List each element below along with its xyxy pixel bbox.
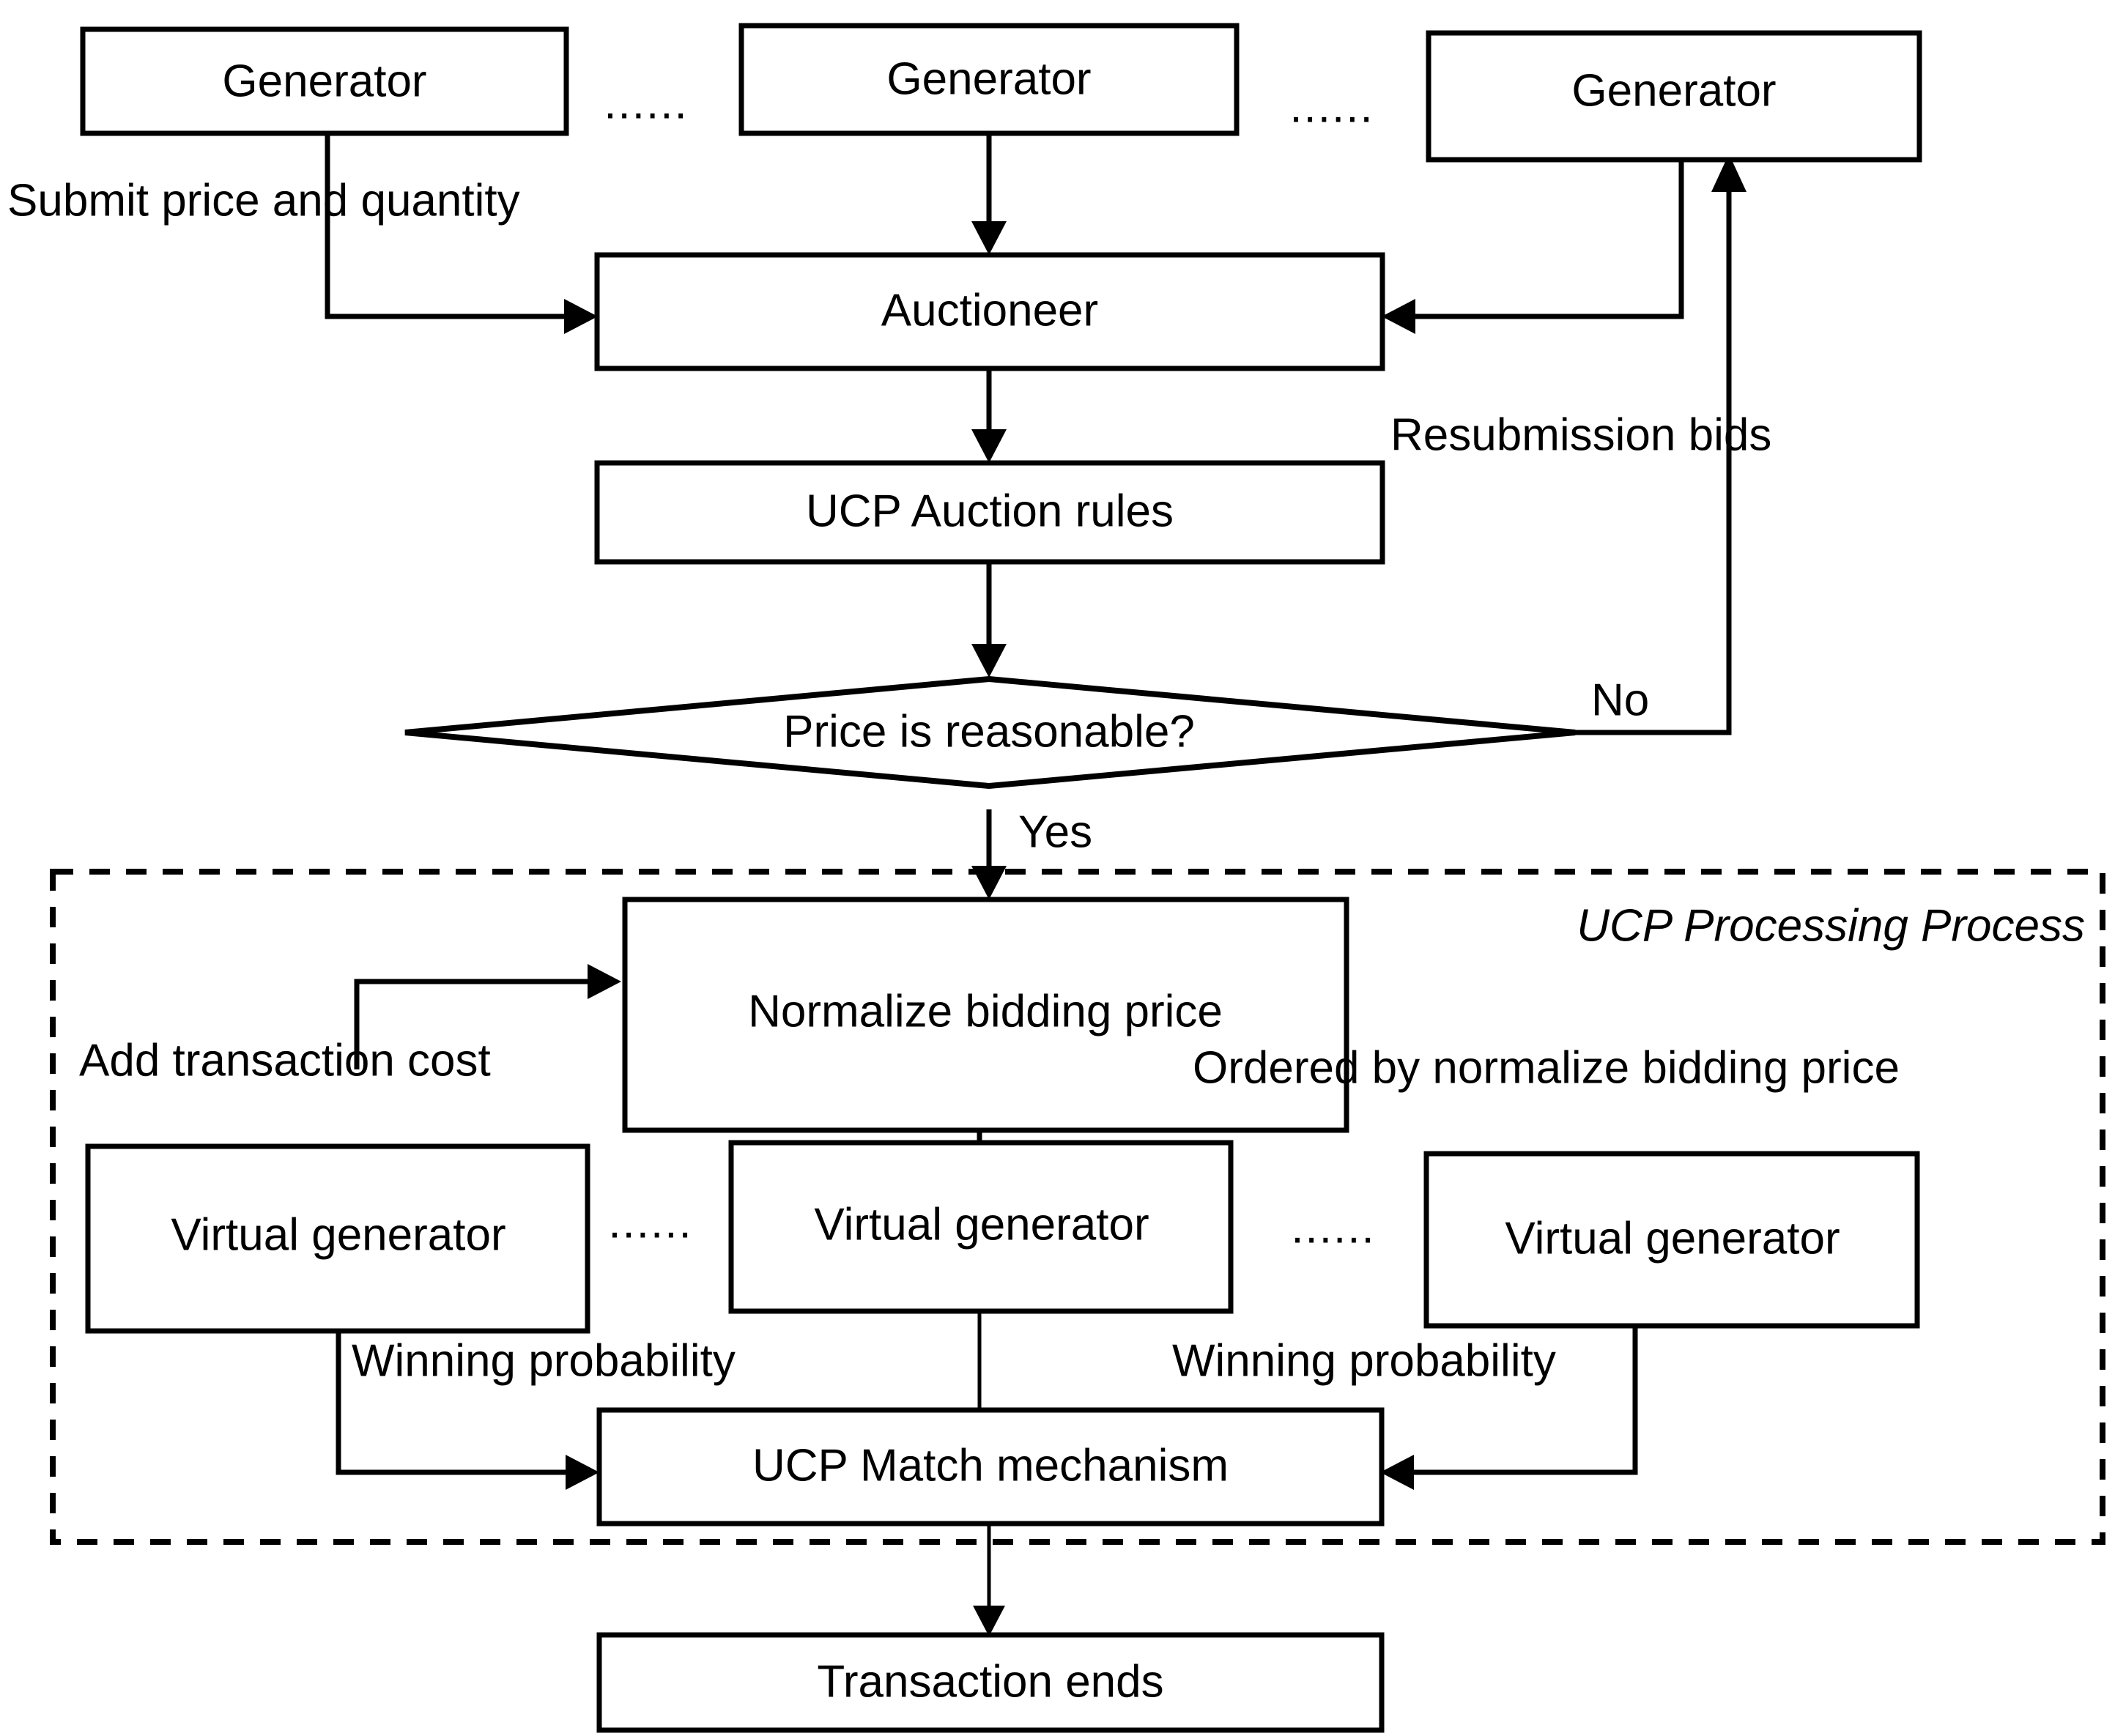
node-auctioneer-label: Auctioneer xyxy=(881,285,1098,335)
connector-generator1-to-auctioneer xyxy=(325,133,579,319)
node-auctioneer[interactable] xyxy=(594,252,1385,371)
ucp-processing-process-group xyxy=(50,869,2105,1545)
group-title-ucp-processing-process: UCP Processing Process xyxy=(1577,900,2085,951)
edge-label-decision-yes: Yes xyxy=(1018,806,1092,857)
node-ucp-auction-rules-label: UCP Auction rules xyxy=(806,486,1174,536)
arrowhead-generator3-to-auctioneer xyxy=(1382,299,1415,334)
node-transaction-ends-label: Transaction ends xyxy=(817,1656,1163,1707)
node-virtual-generator-1-label: Virtual generator xyxy=(171,1209,505,1260)
arrowhead-virtualgen1-to-match xyxy=(566,1455,599,1490)
arrowhead-decision-yes-to-normalize xyxy=(971,866,1007,899)
edge-label-ordered-by-normalize: Ordered by normalize bidding price xyxy=(1193,1042,1900,1093)
node-generator-1-label: Generator xyxy=(222,56,426,106)
edge-label-submit-price-quantity: Submit price and quantity xyxy=(7,175,520,226)
connector-virtualgen3-to-match xyxy=(1401,1326,1638,1475)
ellipsis-virtual-generators-left: ...... xyxy=(608,1197,692,1247)
node-virtual-generator-2[interactable] xyxy=(728,1140,1234,1314)
edge-label-decision-no: No xyxy=(1591,675,1649,725)
node-virtual-generator-1[interactable] xyxy=(85,1143,590,1334)
arrowhead-rules-to-decision xyxy=(971,644,1007,678)
node-generator-3[interactable] xyxy=(1426,30,1922,163)
node-normalize-bidding-price[interactable] xyxy=(622,897,1349,1133)
node-virtual-generator-2-label: Virtual generator xyxy=(814,1199,1149,1250)
ellipsis-generators-right: ...... xyxy=(1289,81,1374,132)
connector-generator3-to-auctioneer xyxy=(1401,160,1684,319)
connector-add-transaction-cost xyxy=(354,979,597,1069)
edge-label-resubmission-bids: Resubmission bids xyxy=(1390,409,1771,460)
arrowhead-generator1-to-auctioneer xyxy=(564,299,598,334)
arrowhead-add-transaction-cost xyxy=(588,964,621,999)
node-ucp-auction-rules[interactable] xyxy=(594,460,1385,565)
ellipsis-generators-left: ...... xyxy=(604,78,688,128)
node-generator-3-label: Generator xyxy=(1571,65,1776,116)
node-transaction-ends[interactable] xyxy=(596,1632,1385,1733)
arrowhead-match-to-transaction-ends xyxy=(973,1606,1005,1636)
ellipsis-virtual-generators-right: ...... xyxy=(1291,1202,1375,1253)
arrowhead-auctioneer-to-rules xyxy=(971,429,1007,463)
arrowhead-generator2-to-auctioneer xyxy=(971,221,1007,255)
connector-decision-no-resubmission xyxy=(1575,189,1732,735)
node-virtual-generator-3-label: Virtual generator xyxy=(1505,1213,1840,1264)
arrowhead-virtualgen3-to-match xyxy=(1380,1455,1414,1490)
edge-label-add-transaction-cost: Add transaction cost xyxy=(79,1035,491,1086)
node-decision-price-reasonable[interactable] xyxy=(404,675,1576,790)
edge-label-winning-probability-right: Winning probability xyxy=(1172,1335,1556,1386)
arrowhead-resubmission-to-generator3 xyxy=(1711,154,1747,192)
node-normalize-bidding-price-label: Normalize bidding price xyxy=(748,986,1223,1036)
node-virtual-generator-3[interactable] xyxy=(1423,1151,1920,1329)
node-ucp-match-mechanism[interactable] xyxy=(596,1407,1385,1527)
node-decision-price-reasonable-label: Price is reasonable? xyxy=(783,706,1195,757)
node-generator-2-label: Generator xyxy=(886,53,1091,104)
edge-label-winning-probability-left: Winning probability xyxy=(352,1335,736,1386)
node-ucp-match-mechanism-label: UCP Match mechanism xyxy=(752,1440,1229,1491)
node-generator-1[interactable] xyxy=(80,26,569,136)
connector-virtualgen1-to-match xyxy=(336,1332,579,1475)
node-generator-2[interactable] xyxy=(738,23,1240,136)
